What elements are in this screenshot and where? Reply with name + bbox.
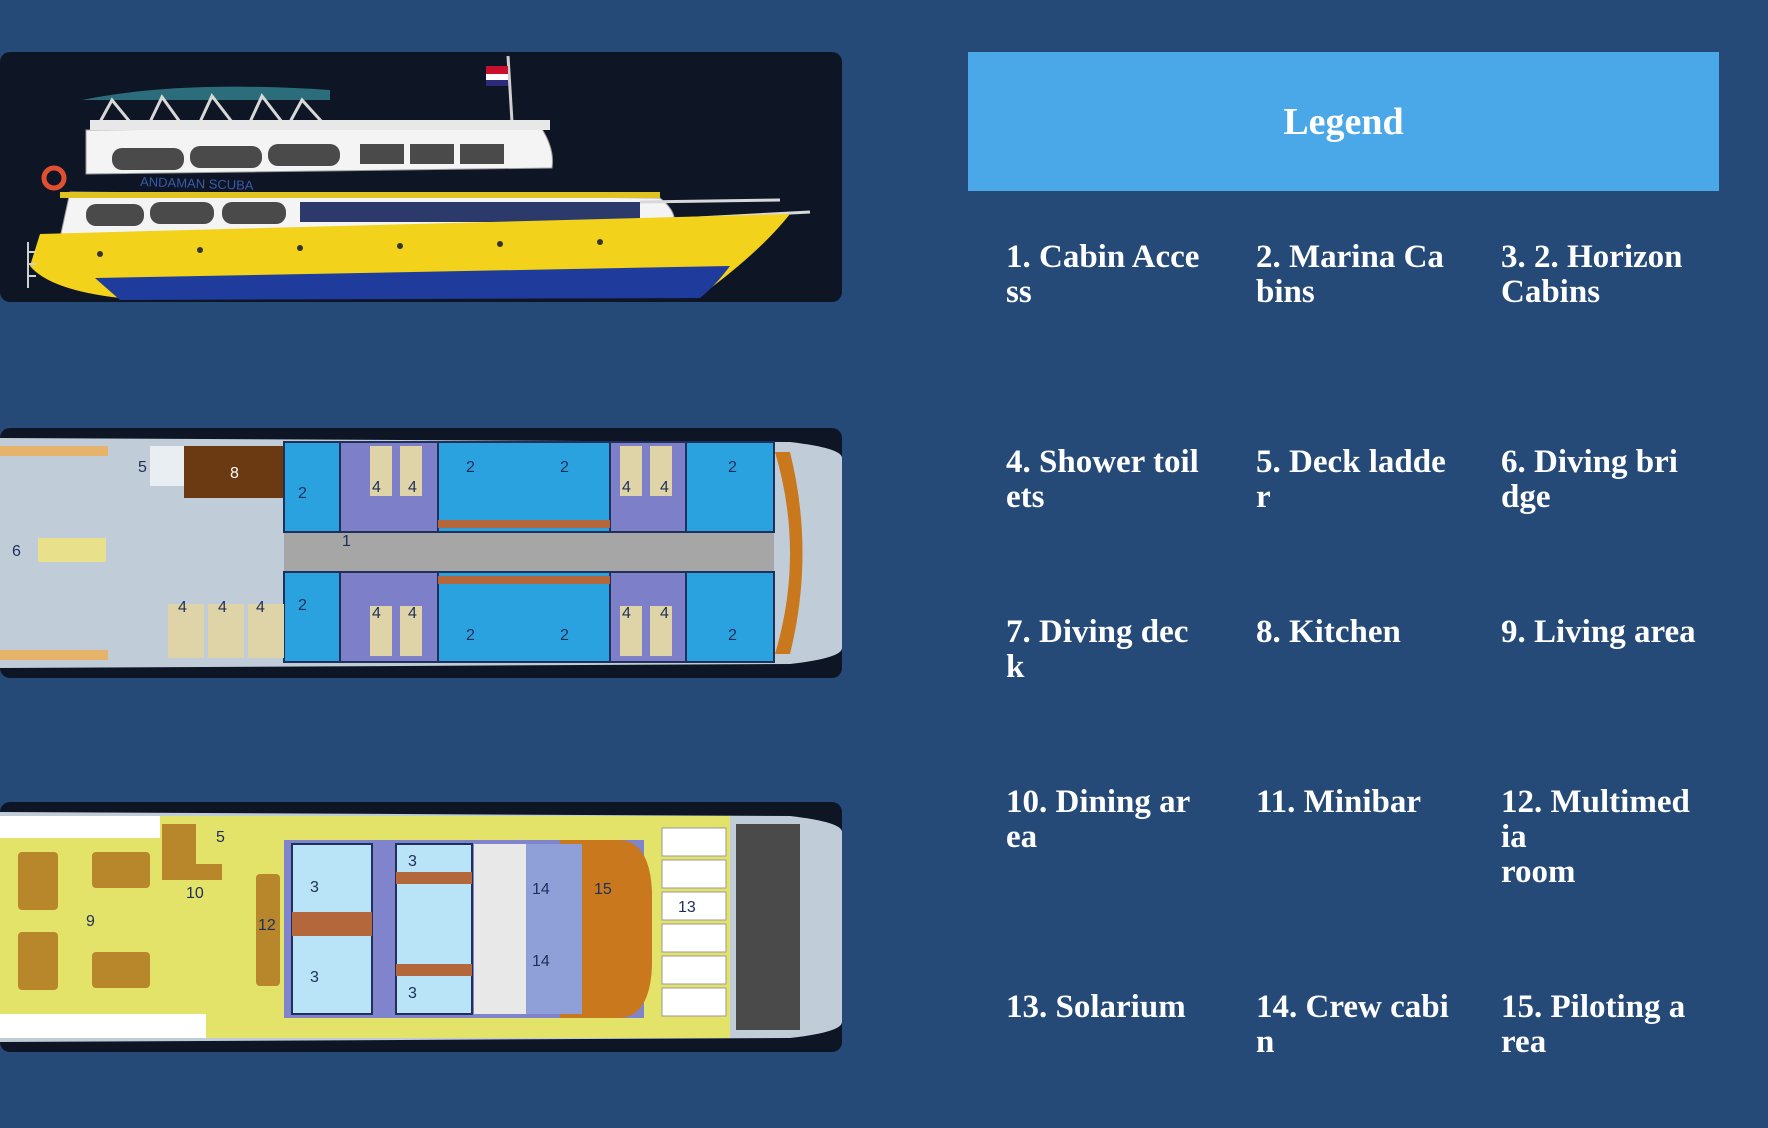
lower-deck-plan-image: 1 2 2 2 2 2 2 2 2 4 4 4 4 4 4 4 4 4 4 4 … — [0, 428, 842, 678]
legend-item: 1. Cabin Access — [1006, 239, 1200, 310]
legend-item: 11. Minibar — [1256, 784, 1422, 820]
lower-deck-label: 4 — [408, 479, 417, 496]
upper-deck-label: 3 — [310, 969, 319, 986]
upper-deck-label: 5 — [216, 829, 225, 846]
legend-item: 12. Multimedia room — [1501, 784, 1690, 890]
legend-title: Legend — [968, 52, 1719, 191]
upper-deck-label: 14 — [532, 881, 550, 898]
upper-deck-label: 13 — [678, 899, 696, 916]
lower-deck-label: 2 — [560, 627, 569, 644]
lower-deck-label: 4 — [408, 605, 417, 622]
svg-text:ANDAMAN SCUBA: ANDAMAN SCUBA — [140, 174, 254, 193]
lower-deck-label: 4 — [372, 479, 381, 496]
lower-deck-label: 4 — [660, 605, 669, 622]
upper-deck-label: 10 — [186, 885, 204, 902]
legend-list: 1. Cabin Access 2. Marina Cabins 3. 2. H… — [968, 191, 1719, 1091]
lower-deck-label: 5 — [138, 459, 147, 476]
lower-deck-label: 2 — [560, 459, 569, 476]
lower-deck-label: 1 — [342, 533, 351, 550]
lower-deck-label: 4 — [256, 599, 265, 616]
upper-deck-label: 3 — [408, 853, 417, 870]
upper-deck-label: 9 — [86, 913, 95, 930]
legend-item: 5. Deck ladder — [1256, 444, 1446, 515]
lower-deck-label: 4 — [622, 605, 631, 622]
legend-item: 14. Crew cabin — [1256, 989, 1449, 1060]
upper-deck-plan-image: 3 3 3 3 5 9 10 12 13 14 14 15 — [0, 802, 842, 1052]
legend-item: 4. Shower toilets — [1006, 444, 1199, 515]
upper-deck-label: 15 — [594, 881, 612, 898]
upper-deck-label: 3 — [310, 879, 319, 896]
legend-item: 7. Diving deck — [1006, 614, 1189, 685]
legend-item: 9. Living area — [1501, 614, 1696, 650]
legend-item: 3. 2. Horizon Cabins — [1501, 239, 1683, 310]
legend-item: 8. Kitchen — [1256, 614, 1401, 650]
upper-deck-label: 12 — [258, 917, 276, 934]
lower-deck-label: 4 — [218, 599, 227, 616]
lower-deck-label: 4 — [660, 479, 669, 496]
lower-deck-label: 4 — [622, 479, 631, 496]
legend-item: 6. Diving bridge — [1501, 444, 1678, 515]
lower-deck-label: 4 — [178, 599, 187, 616]
lower-deck-label: 2 — [466, 459, 475, 476]
legend-item: 13. Solarium — [1006, 989, 1186, 1025]
legend-item: 15. Piloting area — [1501, 989, 1686, 1060]
lower-deck-label: 2 — [298, 485, 307, 502]
lower-deck-label: 2 — [298, 597, 307, 614]
lower-deck-label: 2 — [728, 627, 737, 644]
lower-deck-label: 6 — [12, 543, 21, 560]
boat-side-view-image: ANDAMAN SCUBA — [0, 52, 842, 302]
legend-item: 10. Dining area — [1006, 784, 1191, 855]
lower-deck-label: 2 — [466, 627, 475, 644]
lower-deck-label: 8 — [230, 465, 239, 482]
legend-item: 2. Marina Cabins — [1256, 239, 1444, 310]
lower-deck-label: 4 — [372, 605, 381, 622]
lower-deck-label: 2 — [728, 459, 737, 476]
upper-deck-label: 3 — [408, 985, 417, 1002]
upper-deck-label: 14 — [532, 953, 550, 970]
